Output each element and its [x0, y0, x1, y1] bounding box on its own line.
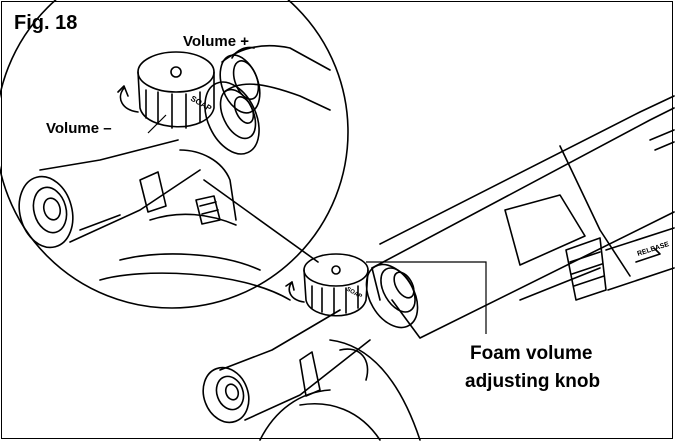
foam-bottle-main	[259, 339, 421, 441]
inset-bottle	[99, 149, 291, 301]
zoom-circle	[0, 0, 349, 309]
foam-volume-knob-main	[285, 253, 369, 317]
zoom-leader	[203, 179, 319, 263]
inset-gun-body	[219, 44, 331, 114]
callout-leader	[366, 261, 487, 334]
trigger-release-lever	[565, 227, 675, 301]
figure-number: Fig. 18	[14, 12, 77, 34]
spray-gun-body	[371, 95, 675, 339]
volume-minus-leader	[147, 114, 167, 134]
inset-collar	[204, 81, 260, 155]
volume-minus-label: Volume –	[46, 120, 112, 137]
inset-foam-volume-knob	[117, 51, 215, 129]
main-knob-text: SOAP	[345, 287, 363, 301]
inset-knob-text: SOAP	[189, 94, 214, 113]
callout-label-line2: adjusting knob	[465, 371, 600, 392]
inset-nozzle	[18, 139, 201, 249]
collar-main	[365, 263, 419, 329]
callout-label-line1: Foam volume	[470, 343, 592, 364]
volume-plus-label: Volume +	[183, 33, 249, 50]
nozzle-main	[202, 309, 371, 424]
